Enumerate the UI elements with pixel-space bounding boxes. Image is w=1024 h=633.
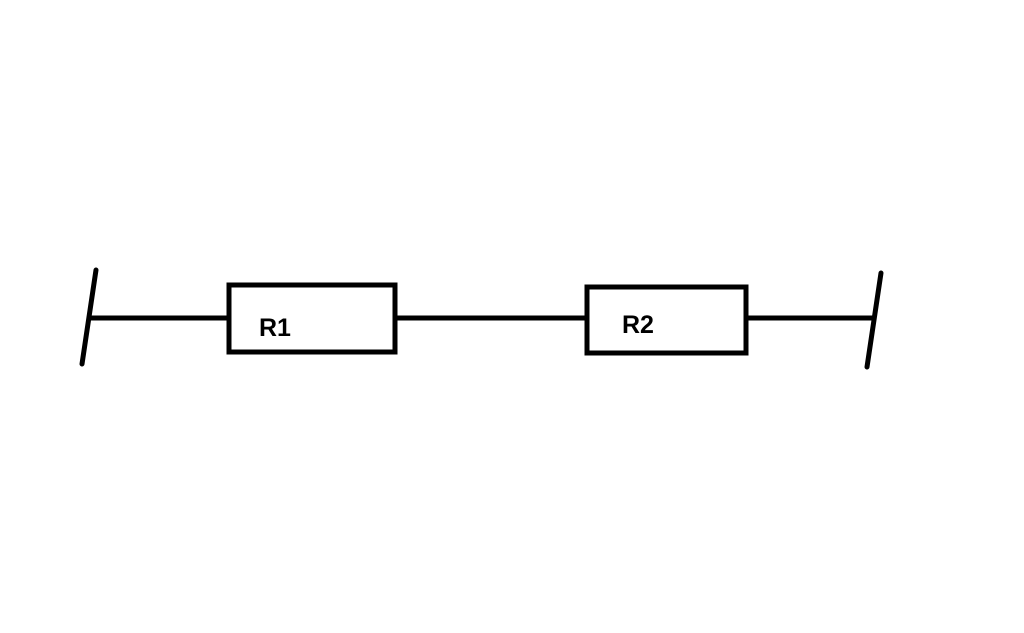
resistor-r1-body [226, 282, 398, 355]
resistor-r1-label: R1 [259, 314, 291, 342]
right-terminal [864, 270, 884, 370]
resistor-r1: R1 [226, 282, 398, 355]
resistor-r2-body [584, 284, 749, 356]
resistor-r2-label: R2 [622, 311, 654, 339]
resistor-r2: R2 [584, 284, 749, 356]
